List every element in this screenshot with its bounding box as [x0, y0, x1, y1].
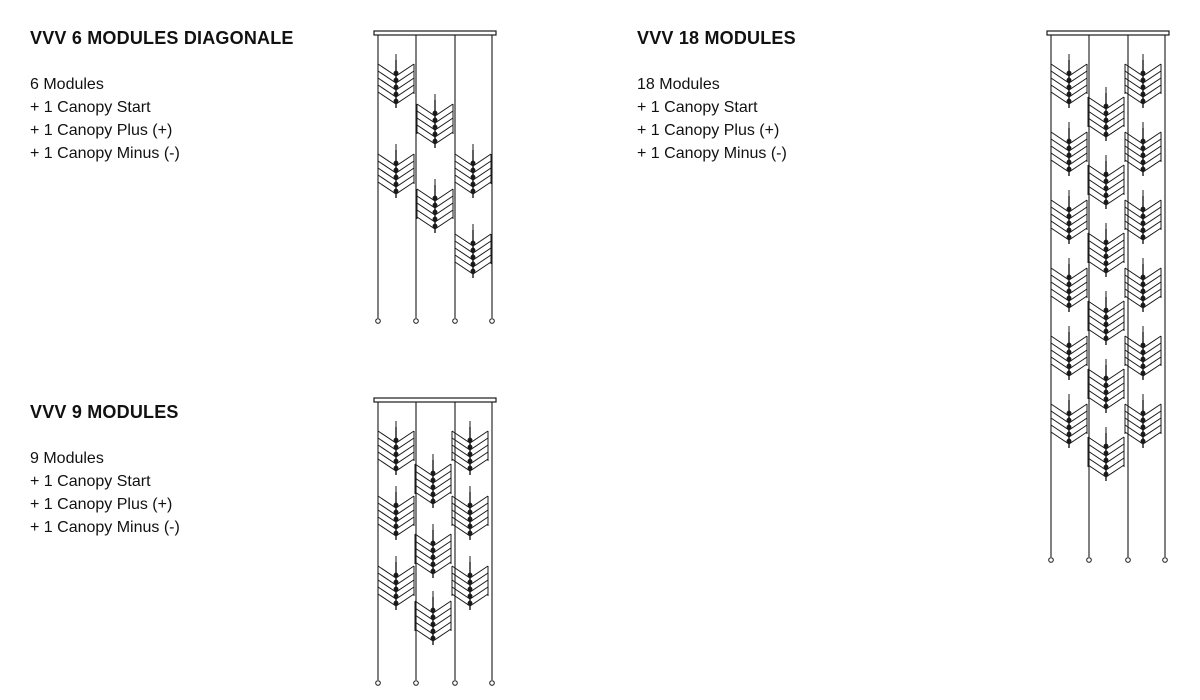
module-count-line: 9 Modules — [30, 450, 104, 467]
light-module — [416, 179, 454, 233]
cable-end-weight — [413, 680, 419, 686]
light-module — [1087, 223, 1125, 277]
light-module — [451, 556, 489, 610]
pendant-drawing-6-modules — [373, 30, 497, 324]
light-module — [451, 421, 489, 475]
light-module — [377, 556, 415, 610]
light-module — [1087, 155, 1125, 209]
cable-end-weight — [452, 680, 458, 686]
light-module — [1087, 427, 1125, 481]
cable-end-weight — [1086, 557, 1092, 563]
canopy-bar — [1046, 30, 1170, 36]
module-count-line: 18 Modules — [637, 76, 720, 93]
pendant-drawing-18-modules — [1046, 30, 1170, 563]
light-module — [454, 224, 492, 278]
light-module — [1050, 122, 1088, 176]
light-module — [454, 144, 492, 198]
canopy-plus-line: + 1 Canopy Plus (+) — [637, 122, 780, 139]
light-module — [1124, 122, 1162, 176]
pendant-drawing-9-modules — [373, 397, 497, 686]
light-module — [1124, 326, 1162, 380]
canopy-start-line: + 1 Canopy Start — [30, 99, 151, 116]
config-18-modules: VVV 18 MODULES 18 Modules + 1 Canopy Sta… — [637, 28, 796, 165]
cable-end-weight — [375, 680, 381, 686]
canopy-minus-line: + 1 Canopy Minus (-) — [30, 519, 180, 536]
light-module — [377, 54, 415, 108]
cable-end-weight — [413, 318, 419, 324]
light-module — [1087, 87, 1125, 141]
light-module — [1050, 258, 1088, 312]
light-module — [1050, 54, 1088, 108]
config-title: VVV 18 MODULES — [637, 28, 796, 48]
canopy-minus-line: + 1 Canopy Minus (-) — [637, 145, 787, 162]
light-module — [414, 454, 452, 508]
config-description: 9 Modules + 1 Canopy Start + 1 Canopy Pl… — [30, 447, 180, 539]
canopy-start-line: + 1 Canopy Start — [637, 99, 758, 116]
canopy-start-line: + 1 Canopy Start — [30, 473, 151, 490]
config-9-modules: VVV 9 MODULES 9 Modules + 1 Canopy Start… — [30, 402, 180, 539]
cable-end-weight — [375, 318, 381, 324]
canopy-bar — [373, 30, 497, 36]
light-module — [414, 591, 452, 645]
light-module — [414, 524, 452, 578]
cable-end-weight — [452, 318, 458, 324]
cable-end-weight — [1125, 557, 1131, 563]
light-module — [451, 486, 489, 540]
light-module — [1124, 54, 1162, 108]
canopy-plus-line: + 1 Canopy Plus (+) — [30, 122, 173, 139]
light-module — [1124, 258, 1162, 312]
module-count-line: 6 Modules — [30, 76, 104, 93]
canopy-plus-line: + 1 Canopy Plus (+) — [30, 496, 173, 513]
config-description: 18 Modules + 1 Canopy Start + 1 Canopy P… — [637, 73, 796, 165]
light-module — [1124, 394, 1162, 448]
light-module — [377, 144, 415, 198]
light-module — [1050, 326, 1088, 380]
light-module — [1087, 359, 1125, 413]
config-6-modules-diagonale: VVV 6 MODULES DIAGONALE 6 Modules + 1 Ca… — [30, 28, 294, 165]
light-module — [377, 421, 415, 475]
light-module — [1050, 190, 1088, 244]
cable-end-weight — [1048, 557, 1054, 563]
config-title: VVV 9 MODULES — [30, 402, 179, 422]
canopy-minus-line: + 1 Canopy Minus (-) — [30, 145, 180, 162]
cable-end-weight — [489, 318, 495, 324]
config-title: VVV 6 MODULES DIAGONALE — [30, 28, 294, 48]
light-module — [1050, 394, 1088, 448]
canopy-bar — [373, 397, 497, 403]
cable-end-weight — [489, 680, 495, 686]
light-module — [377, 486, 415, 540]
light-module — [416, 94, 454, 148]
cable-end-weight — [1162, 557, 1168, 563]
light-module — [1124, 190, 1162, 244]
config-description: 6 Modules + 1 Canopy Start + 1 Canopy Pl… — [30, 73, 294, 165]
light-module — [1087, 291, 1125, 345]
